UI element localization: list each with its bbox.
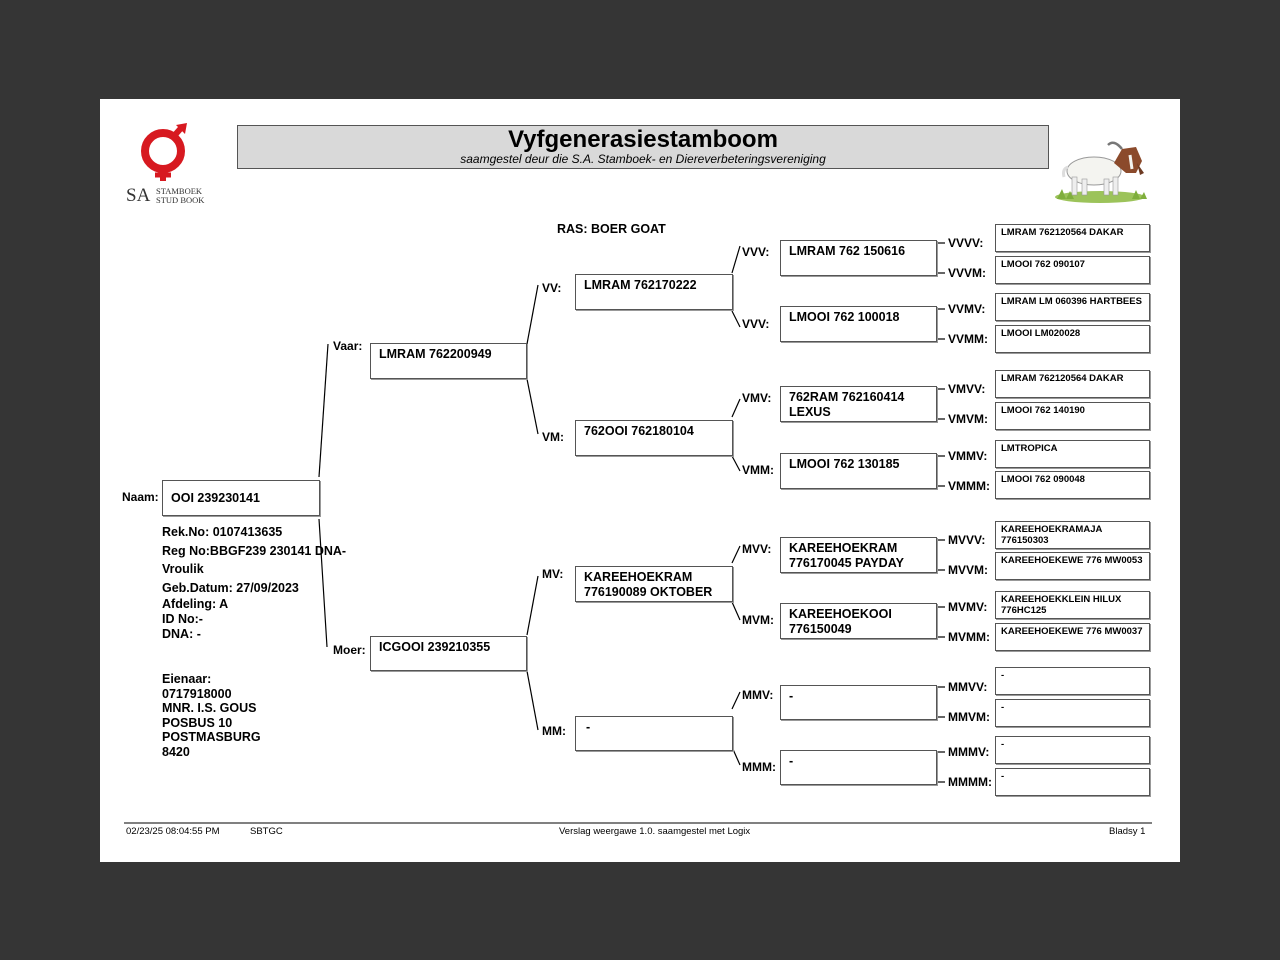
mm-label: MM: bbox=[542, 724, 566, 738]
dna: DNA: - bbox=[162, 627, 201, 641]
footer-code: SBTGC bbox=[250, 826, 283, 837]
pedigree-connectors bbox=[124, 242, 1152, 824]
page-subtitle: saamgestel deur die S.A. Stamboek- en Di… bbox=[460, 152, 826, 166]
mvvv-label: MVVV: bbox=[948, 533, 986, 547]
mvmv-box: KAREEHOEKKLEIN HILUX 776HC125 bbox=[995, 591, 1150, 619]
birth-date: Geb.Datum: 27/09/2023 bbox=[162, 580, 299, 595]
mvmv-label: MVMV: bbox=[948, 600, 988, 614]
vvmv-box: LMRAM LM 060396 HARTBEES bbox=[995, 293, 1150, 321]
page-title: Vyfgenerasiestamboom bbox=[508, 126, 778, 153]
vvvm-label: VVVM: bbox=[948, 266, 987, 280]
mmmv-box: - bbox=[995, 736, 1150, 764]
owner-number: 0717918000 bbox=[162, 686, 232, 701]
footer-page: Bladsy 1 bbox=[1109, 826, 1146, 837]
vm-box: 762OOI 762180104 bbox=[575, 420, 733, 456]
dam-label: Moer: bbox=[333, 643, 366, 657]
mvm-box: KAREEHOEKOOI 776150049 bbox=[780, 603, 937, 639]
animal-name-box: OOI 239230141 bbox=[162, 480, 320, 516]
footer-version: Verslag weergawe 1.0. saamgestel met Log… bbox=[559, 826, 751, 837]
mmmv-label: MMMV: bbox=[948, 745, 990, 759]
mmmm-box: - bbox=[995, 768, 1150, 796]
title-bar: Vyfgenerasiestamboom saamgestel deur die… bbox=[237, 125, 1049, 169]
mvv-box: KAREEHOEKRAM 776170045 PAYDAY bbox=[780, 537, 937, 573]
vv-label: VV: bbox=[542, 281, 562, 295]
vvmm-label: VVMM: bbox=[948, 332, 988, 346]
vmvm-label: VMVM: bbox=[948, 412, 988, 426]
mv-box: KAREEHOEKRAM 776190089 OKTOBER bbox=[575, 566, 733, 602]
vmv-label: VMV: bbox=[742, 391, 772, 405]
sex: Vroulik bbox=[162, 562, 204, 576]
owner-label: Eienaar: bbox=[162, 672, 212, 686]
animal-name-label: Naam: bbox=[122, 490, 159, 504]
mv-label: MV: bbox=[542, 567, 564, 581]
breed-label: RAS: BOER GOAT bbox=[557, 222, 666, 236]
vvm-box: LMOOI 762 100018 bbox=[780, 306, 937, 342]
vmvv-label: VMVV: bbox=[948, 382, 986, 396]
mmvv-box: - bbox=[995, 667, 1150, 695]
dam-box: ICGOOI 239210355 bbox=[370, 636, 527, 671]
vmm-label: VMM: bbox=[742, 463, 774, 477]
vmmm-label: VMMM: bbox=[948, 479, 990, 493]
vmmv-box: LMTROPICA bbox=[995, 440, 1150, 468]
vmmv-label: VMMV: bbox=[948, 449, 988, 463]
mmv-label: MMV: bbox=[742, 688, 774, 702]
mmvm-box: - bbox=[995, 699, 1150, 727]
logo-line2: STUD BOOK bbox=[156, 195, 205, 205]
mvvv-box: KAREEHOEKRAMAJA 776150303 bbox=[995, 521, 1150, 549]
sa-studbook-logo: SA STAMBOEK STUD BOOK bbox=[124, 123, 214, 208]
mvm-label: MVM: bbox=[742, 613, 774, 627]
vvvv-box: LMRAM 762120564 DAKAR bbox=[995, 224, 1150, 252]
mvmm-box: KAREEHOEKEWE 776 MW0037 bbox=[995, 623, 1150, 651]
vvmm-box: LMOOI LM020028 bbox=[995, 325, 1150, 353]
vvv-box: LMRAM 762 150616 bbox=[780, 240, 937, 276]
mmm-label: MMM: bbox=[742, 760, 776, 774]
mvvm-box: KAREEHOEKEWE 776 MW0053 bbox=[995, 552, 1150, 580]
id-no: ID No:- bbox=[162, 612, 203, 626]
boer-goat-image bbox=[1052, 133, 1148, 203]
owner-address-2: POSTMASBURG bbox=[162, 730, 261, 745]
vvvm-box: LMOOI 762 090107 bbox=[995, 256, 1150, 284]
mvv-label: MVV: bbox=[742, 542, 772, 556]
rek-no: Rek.No: 0107413635 bbox=[162, 525, 283, 539]
vv-box: LMRAM 762170222 bbox=[575, 274, 733, 310]
vm-label: VM: bbox=[542, 430, 564, 444]
vvvv-label: VVVV: bbox=[948, 236, 984, 250]
vmmm-box: LMOOI 762 090048 bbox=[995, 471, 1150, 499]
vvm-label: VVV: bbox=[742, 317, 770, 331]
sire-label: Vaar: bbox=[333, 339, 363, 353]
logo-line1: STAMBOEK bbox=[156, 186, 203, 196]
footer-datetime: 02/23/25 08:04:55 PM bbox=[126, 826, 220, 837]
owner-block: Eienaar: 0717918000 MNR. I.S. GOUS POSBU… bbox=[162, 672, 261, 760]
vvv-label: VVV: bbox=[742, 245, 770, 259]
reg-no: Reg No:BBGF239 230141 DNA- bbox=[162, 543, 347, 558]
mvmm-label: MVMM: bbox=[948, 630, 990, 644]
mmvv-label: MMVV: bbox=[948, 680, 988, 694]
section: Afdeling: A bbox=[162, 597, 229, 611]
sire-box: LMRAM 762200949 bbox=[370, 343, 527, 379]
owner-name: MNR. I.S. GOUS bbox=[162, 701, 257, 716]
mm-box: - bbox=[575, 716, 733, 751]
vmvv-box: LMRAM 762120564 DAKAR bbox=[995, 370, 1150, 398]
vmm-box: LMOOI 762 130185 bbox=[780, 453, 937, 489]
mmm-box: - bbox=[780, 750, 937, 785]
mmv-box: - bbox=[780, 685, 937, 720]
studbook-emblem-icon bbox=[141, 123, 187, 181]
owner-postcode: 8420 bbox=[162, 744, 190, 759]
logo-sa-text: SA bbox=[126, 185, 151, 206]
vvmv-label: VVMV: bbox=[948, 302, 986, 316]
mvvm-label: MVVM: bbox=[948, 563, 988, 577]
pedigree-page: SA STAMBOEK STUD BOOK Vyfgenerasiestambo… bbox=[100, 99, 1180, 862]
mmvm-label: MMVM: bbox=[948, 710, 990, 724]
owner-address-1: POSBUS 10 bbox=[162, 715, 233, 730]
vmv-box: 762RAM 762160414 LEXUS bbox=[780, 386, 937, 422]
vmvm-box: LMOOI 762 140190 bbox=[995, 402, 1150, 430]
mmmm-label: MMMM: bbox=[948, 775, 992, 789]
